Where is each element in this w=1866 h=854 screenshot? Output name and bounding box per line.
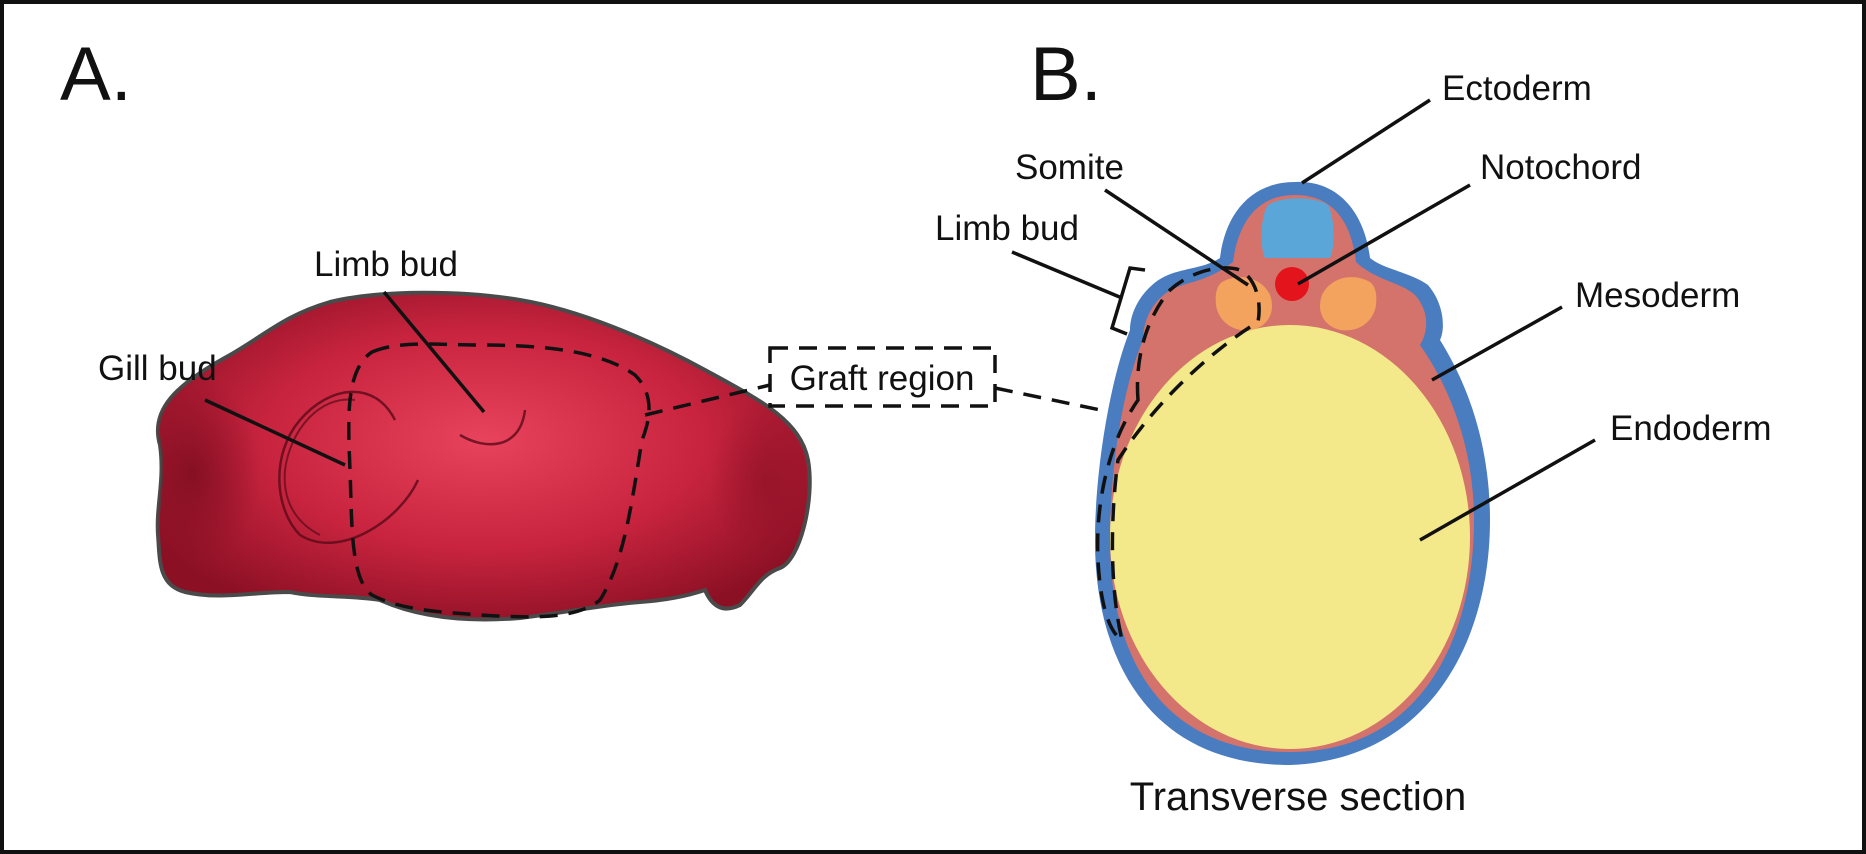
- graft-connector-right: [994, 386, 1111, 414]
- notochord: [1275, 267, 1309, 301]
- label-graft-region: Graft region: [790, 359, 975, 398]
- leader-limb-bud-a: [382, 290, 486, 414]
- caption-transverse-section: Transverse section: [1130, 775, 1466, 819]
- endoderm-yolk: [1110, 325, 1470, 749]
- limb-bud-arc: [459, 409, 527, 446]
- gill-bud-arc-inner: [283, 398, 356, 536]
- label-endoderm: Endoderm: [1610, 409, 1771, 448]
- leader-gill-bud: [204, 398, 346, 467]
- gill-bud-arc-outer: [278, 390, 420, 544]
- somite-right: [1320, 277, 1377, 331]
- label-ectoderm: Ectoderm: [1442, 69, 1592, 108]
- leader-ectoderm: [1301, 98, 1431, 185]
- label-notochord: Notochord: [1480, 148, 1641, 187]
- graft-region-outline-a: [347, 342, 651, 619]
- graft-region-outline-b: [1095, 266, 1261, 644]
- leader-limb-bud-b: [1011, 250, 1123, 300]
- leader-endoderm: [1419, 438, 1596, 542]
- label-gill-bud: Gill bud: [98, 349, 217, 388]
- graft-connector-left: [644, 383, 771, 417]
- label-limb-bud-b: Limb bud: [935, 209, 1079, 248]
- embryo-shade-right: [620, 330, 808, 602]
- label-limb-bud-a: Limb bud: [314, 245, 458, 284]
- label-mesoderm: Mesoderm: [1575, 276, 1740, 315]
- embryo-shade-left: [157, 320, 353, 598]
- leader-mesoderm: [1431, 305, 1563, 382]
- panel-b-letter: B.: [1030, 32, 1102, 117]
- leader-somite: [1104, 188, 1249, 287]
- graft-region-box: [768, 346, 997, 408]
- transverse-section: [1095, 181, 1490, 765]
- panel-a-letter: A.: [60, 32, 132, 117]
- embryo-illustration: [155, 290, 812, 622]
- neural-tube: [1261, 198, 1334, 258]
- leader-notochord: [1297, 183, 1471, 286]
- label-somite: Somite: [1015, 148, 1124, 187]
